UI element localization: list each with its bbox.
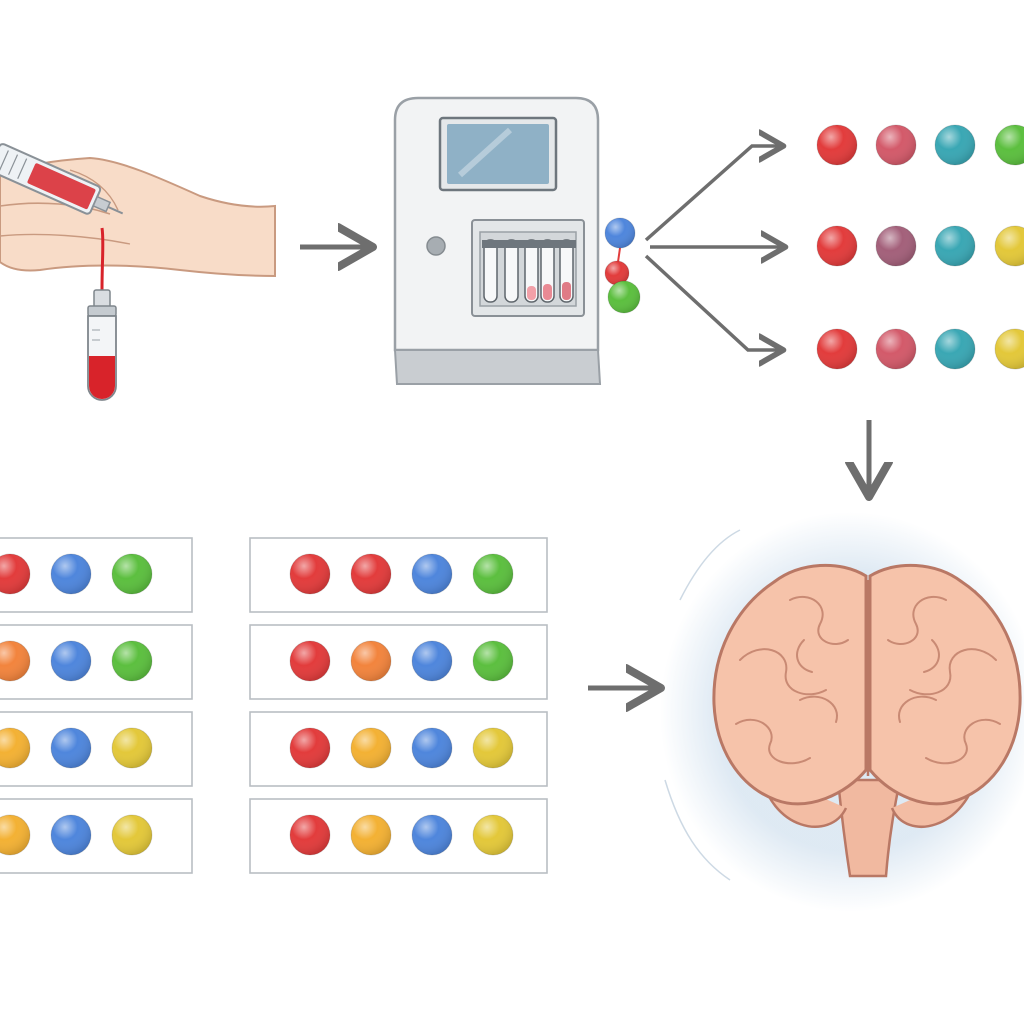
middle-table-dot xyxy=(289,814,331,856)
left-table-row xyxy=(0,798,193,874)
middle-table-dot xyxy=(350,814,392,856)
left-table-row xyxy=(0,624,193,700)
output-panel-dot xyxy=(994,328,1024,370)
middle-table-dot xyxy=(472,814,514,856)
output-panel-dot xyxy=(875,328,917,370)
machine-output-dot xyxy=(604,260,630,286)
output-panel-dot xyxy=(934,225,976,267)
left-table-dot xyxy=(111,553,153,595)
left-table-dot xyxy=(111,814,153,856)
middle-table-dot xyxy=(472,553,514,595)
left-table-dot xyxy=(50,640,92,682)
analyzer-tubes xyxy=(482,239,576,303)
left-table-dot xyxy=(111,640,153,682)
output-panel-dot xyxy=(816,124,858,166)
left-table-dot xyxy=(111,727,153,769)
output-panel-dot xyxy=(875,225,917,267)
middle-table-dot xyxy=(350,640,392,682)
output-panel-dot xyxy=(994,225,1024,267)
middle-table-dot xyxy=(350,553,392,595)
middle-table-dot xyxy=(411,553,453,595)
output-panel-dot xyxy=(816,328,858,370)
output-biomarker-panel xyxy=(816,124,1024,370)
middle-table-dot xyxy=(411,814,453,856)
left-table-dot xyxy=(50,727,92,769)
middle-table-dot xyxy=(472,727,514,769)
middle-table-dot xyxy=(411,727,453,769)
output-panel-dot xyxy=(934,124,976,166)
output-panel-dot xyxy=(875,124,917,166)
syringe-icon xyxy=(0,143,124,291)
middle-table-dot xyxy=(289,553,331,595)
middle-table-dot xyxy=(472,640,514,682)
middle-table-dot xyxy=(411,640,453,682)
left-table-dot xyxy=(50,553,92,595)
biomarker-table-left xyxy=(0,537,193,874)
biomarker-table-middle xyxy=(249,537,548,874)
brain-icon xyxy=(660,512,1024,912)
middle-table-dot xyxy=(289,727,331,769)
left-table-dot xyxy=(0,640,31,682)
left-table-dot xyxy=(0,553,31,595)
middle-table-dot xyxy=(350,727,392,769)
left-table-dot xyxy=(50,814,92,856)
left-table-row xyxy=(0,537,193,613)
arrow-fan-out xyxy=(644,146,782,350)
output-panel-dot xyxy=(934,328,976,370)
machine-output-dot xyxy=(604,217,636,249)
blood-tube-icon xyxy=(87,289,117,401)
machine-output-dots xyxy=(604,217,641,314)
analyzer-machine-icon xyxy=(393,96,602,385)
left-table-dot xyxy=(0,814,31,856)
machine-output-dot xyxy=(607,280,641,314)
left-table-dot xyxy=(0,727,31,769)
output-panel-dot xyxy=(816,225,858,267)
middle-table-dot xyxy=(289,640,331,682)
left-table-row xyxy=(0,711,193,787)
output-panel-dot xyxy=(994,124,1024,166)
